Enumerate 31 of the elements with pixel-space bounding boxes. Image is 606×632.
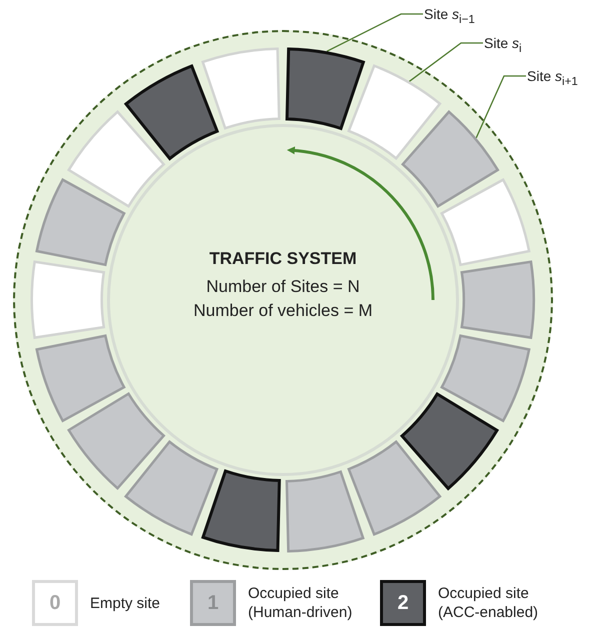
system-text: Number of Sites = N (205, 276, 361, 298)
site-segment (285, 47, 366, 131)
site-segment (35, 178, 126, 266)
leader-line (326, 13, 423, 52)
legend-number: 1 (207, 592, 219, 614)
site-segment (346, 64, 442, 160)
system-text: Number of vehicles = M (192, 300, 374, 322)
legend-text: Occupied site (Human-driven) (248, 584, 354, 622)
site-label: Site s$_{i−1}$ (424, 4, 475, 30)
legend-text: Occupied site (ACC-enabled) (438, 584, 540, 622)
site-label: Site s$_{i}$ (484, 33, 522, 59)
system-title: TRAFFIC SYSTEM (208, 248, 358, 270)
legend-text: Empty site (90, 594, 162, 613)
site-segment (400, 392, 500, 491)
site-segment (200, 47, 281, 130)
legend-number: 2 (397, 592, 409, 614)
site-label: Site s$_{i+1}$ (527, 66, 578, 92)
site-segment (124, 64, 220, 161)
legend-number: 0 (49, 592, 61, 614)
site-segment (440, 178, 531, 266)
site-segment (66, 110, 166, 208)
leader-line (476, 75, 526, 138)
site-segment (200, 469, 281, 553)
site-segment (346, 440, 442, 536)
site-segment (400, 110, 500, 208)
site-segment (124, 440, 219, 536)
site-segment (35, 334, 126, 422)
site-segment (440, 334, 531, 422)
site-segment (66, 392, 166, 490)
leader-line (408, 42, 483, 82)
site-segment (285, 470, 366, 553)
